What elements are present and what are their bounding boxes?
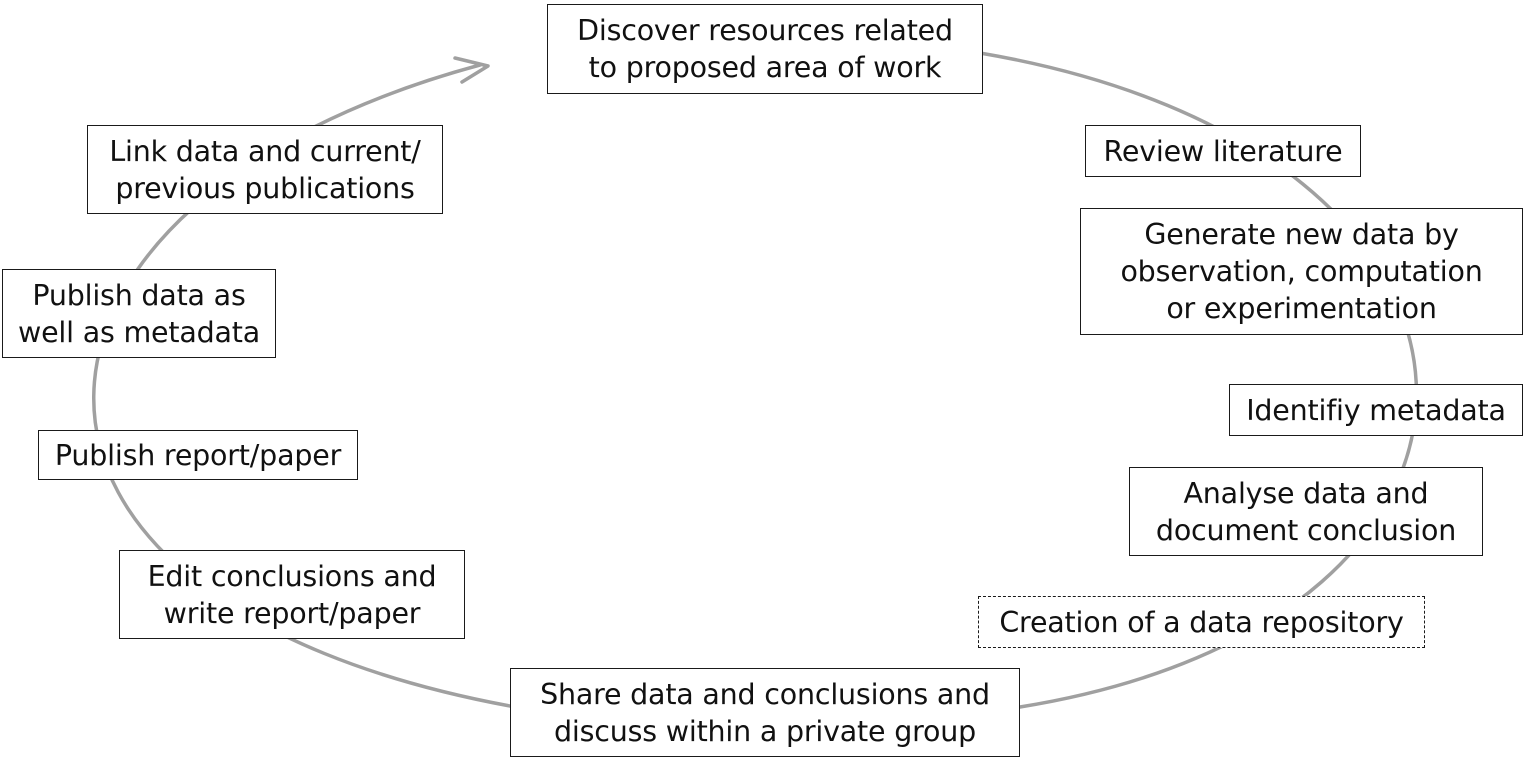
step-text-line: to proposed area of work: [588, 51, 942, 84]
step-analyse-data: Analyse data and document conclusion: [1129, 467, 1483, 556]
step-publish-data-metadata: Publish data as well as metadata: [2, 269, 276, 358]
cycle-arrowhead: [453, 56, 490, 84]
step-review-literature: Review literature: [1085, 125, 1361, 177]
step-text-line: Identifiy metadata: [1246, 393, 1506, 427]
step-link-data-publications: Link data and current/ previous publicat…: [87, 125, 443, 214]
step-text-line: Analyse data and: [1183, 476, 1429, 510]
step-share-data: Share data and conclusions and discuss w…: [510, 668, 1020, 757]
step-edit-conclusions: Edit conclusions and write report/paper: [119, 550, 465, 639]
step-text-line: document conclusion: [1155, 513, 1457, 547]
step-creation-data-repository: Creation of a data repository: [978, 596, 1425, 648]
step-text-line: or experimentation: [1166, 292, 1437, 325]
step-text-line: write report/paper: [163, 596, 421, 630]
step-text-line: previous publications: [115, 171, 415, 205]
step-text-line: Edit conclusions and: [147, 559, 437, 593]
step-text-line: Link data and current/: [109, 134, 421, 168]
step-discover-resources: Discover resources related to proposed a…: [547, 4, 983, 94]
step-text-line: Review literature: [1103, 134, 1343, 168]
step-text-line: Generate new data by: [1144, 218, 1459, 251]
step-publish-report: Publish report/paper: [38, 430, 358, 480]
step-text-line: observation, computation: [1120, 255, 1483, 288]
step-text-line: Creation of a data repository: [999, 605, 1404, 639]
step-text-line: Discover resources related: [577, 14, 953, 47]
step-text-line: Publish report/paper: [54, 438, 342, 472]
step-text-line: Publish data as: [32, 278, 246, 312]
step-text-line: Share data and conclusions and: [540, 677, 990, 711]
step-text-line: discuss within a private group: [554, 714, 976, 748]
step-text-line: well as metadata: [17, 315, 261, 349]
step-identify-metadata: Identifiy metadata: [1229, 384, 1523, 436]
step-generate-new-data: Generate new data by observation, comput…: [1080, 208, 1523, 335]
